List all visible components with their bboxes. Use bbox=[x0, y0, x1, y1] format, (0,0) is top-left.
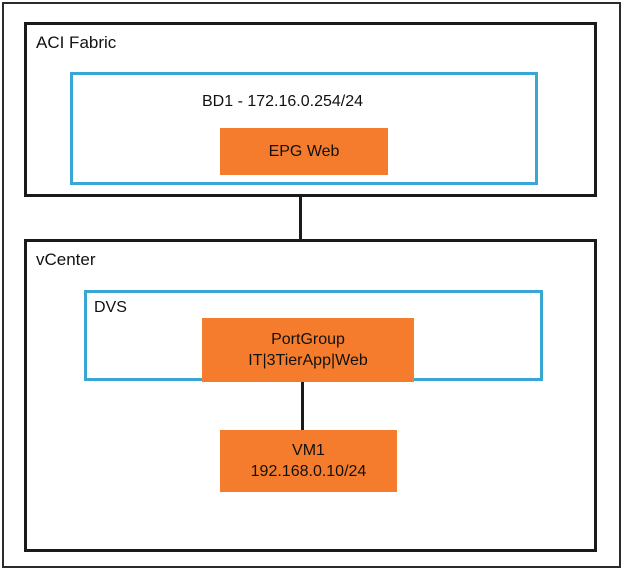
vm1-node: VM1 192.168.0.10/24 bbox=[220, 430, 397, 492]
bridge-domain-box: BD1 - 172.16.0.254/24 EPG Web bbox=[70, 72, 538, 185]
vcenter-box: vCenter DVS PortGroup IT|3TierApp|Web VM… bbox=[24, 239, 597, 552]
bridge-domain-label: BD1 - 172.16.0.254/24 bbox=[202, 93, 364, 110]
aci-fabric-label: ACI Fabric bbox=[36, 33, 117, 52]
portgroup-line2: IT|3TierApp|Web bbox=[248, 352, 368, 369]
epg-web-node: EPG Web bbox=[220, 128, 388, 175]
portgroup-vm-link bbox=[301, 382, 304, 430]
vcenter-label: vCenter bbox=[36, 250, 96, 269]
epg-web-label: EPG Web bbox=[268, 143, 340, 160]
aci-fabric-box: ACI Fabric BD1 - 172.16.0.254/24 EPG Web bbox=[24, 22, 597, 197]
portgroup-line1: PortGroup bbox=[271, 331, 345, 348]
vm1-name: VM1 bbox=[292, 442, 325, 459]
aci-vcenter-link bbox=[299, 196, 302, 240]
dvs-label: DVS bbox=[94, 299, 127, 316]
vm1-ip: 192.168.0.10/24 bbox=[250, 463, 367, 480]
portgroup-node: PortGroup IT|3TierApp|Web bbox=[202, 318, 414, 382]
